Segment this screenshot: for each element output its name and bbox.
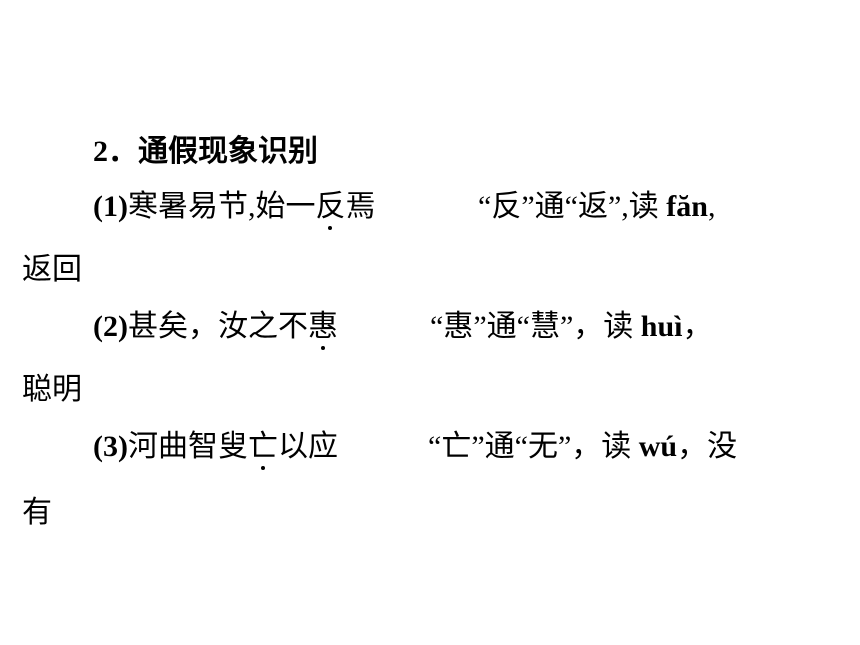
item-1-pinyin: făn	[666, 190, 708, 223]
item-1-label: (1)	[93, 190, 128, 223]
item-3-note: “亡”通“无”，读 wú，没	[428, 427, 737, 467]
item-3-label: (3)	[93, 430, 128, 463]
item-3-pinyin: wú	[638, 430, 678, 463]
item-1-marked-char: 反	[315, 187, 345, 230]
item-2-sentence-before: 甚矣，汝之不	[127, 310, 308, 343]
item-2-note: “惠”通“慧”，读 huì，	[430, 307, 712, 347]
item-3-continuation: 有	[22, 496, 52, 529]
item-3-marked-char: 亡	[248, 427, 278, 470]
item-3-line: (3)河曲智叟亡以应 “亡”通“无”，读 wú，没	[93, 427, 737, 470]
item-1-continuation: 返回	[22, 253, 82, 286]
item-1-note: “反”通“返”,读 făn,	[478, 187, 715, 227]
item-1-sentence-after: 焉	[345, 190, 376, 223]
item-1-sentence-before: 寒暑易节,始一	[127, 190, 316, 223]
item-1-note-end: ,	[707, 190, 716, 223]
item-3-note-end: ，没	[677, 430, 738, 463]
item-2-marked-char: 惠	[308, 307, 338, 350]
item-2-label: (2)	[93, 310, 128, 343]
item-3-note-text: “亡”通“无”，读	[428, 430, 639, 463]
section-heading: 2．通假现象识别	[93, 135, 318, 168]
item-1-note-text: “反”通“返”,读	[478, 190, 667, 223]
item-2-pinyin: huì	[640, 310, 683, 343]
item-2-continuation: 聪明	[22, 373, 82, 406]
item-1-line: (1)寒暑易节,始一反焉 “反”通“返”,读 făn,	[93, 187, 715, 230]
item-2-line: (2)甚矣，汝之不惠 “惠”通“慧”，读 huì，	[93, 307, 712, 350]
item-2-note-text: “惠”通“慧”，读	[430, 310, 641, 343]
item-3-sentence-before: 河曲智叟	[127, 430, 248, 463]
item-2-note-end: ，	[682, 310, 713, 343]
item-3-sentence-after: 以应	[277, 430, 338, 463]
